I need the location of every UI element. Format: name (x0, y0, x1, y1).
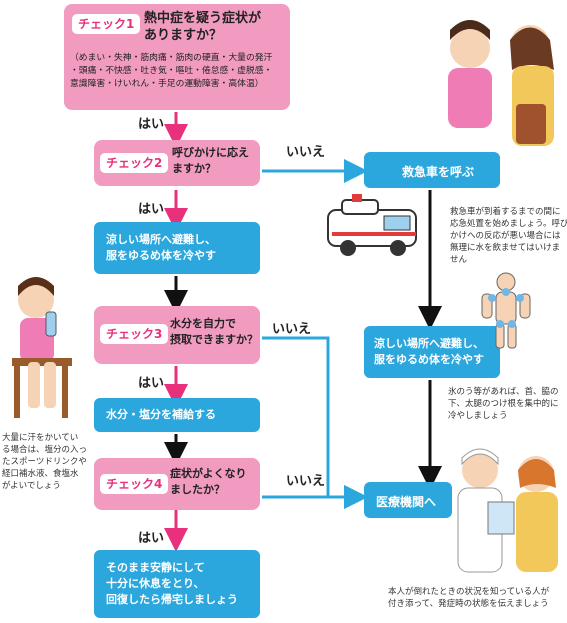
hydrate-step-text: 水分・塩分を補給する (106, 408, 216, 421)
check3-box: チェック3 水分を自力で 摂取できますか？ (94, 306, 260, 364)
check1-badge: チェック1 (72, 14, 141, 34)
check2-badge: チェック2 (100, 153, 169, 173)
ambulance-step: 救急車を呼ぶ (364, 152, 500, 188)
no-label-4: いいえ (286, 474, 326, 489)
check4-badge: チェック4 (100, 474, 169, 494)
yes-label-2: はい (138, 202, 165, 217)
hospital-note: 本人が倒れたときの状況を知っている人が 付き添って、発症時の状態を伝えましょう (388, 587, 550, 609)
rest-step: そのまま安静にして 十分に休息をとり、 回復したら帰宅しましょう (94, 550, 260, 618)
cool-step-right-text: 涼しい場所へ避難し、 服をゆるめ体を冷やす (374, 337, 484, 366)
check1-title: 熱中症を疑う症状が ありますか？ (144, 11, 262, 43)
caregiver-illustration (448, 20, 554, 146)
hydrate-step: 水分・塩分を補給する (94, 398, 260, 432)
ambulance-note: 救急車が到着するまでの間に 応急処置を始めましょう。呼び かけへの反応が悪い場合… (450, 207, 567, 265)
yes-label-3: はい (138, 376, 165, 391)
cool-step-left: 涼しい場所へ避難し、 服をゆるめ体を冷やす (94, 222, 260, 274)
check1-box: チェック1 熱中症を疑う症状が ありますか？ （めまい・失神・筋肉痛・筋肉の硬直… (64, 4, 290, 110)
drink-note: 大量に汗をかいてい る場合は、塩分の入っ たスポーツドリンクや 経口補水液、食塩… (2, 433, 88, 491)
cooling-note: 氷のう等があれば、首、脇の 下、太腿のつけ根を集中的に 冷やしましょう (448, 387, 559, 421)
no-label-2: いいえ (286, 145, 326, 160)
ambulance-illustration (327, 194, 417, 256)
cooling-body-illustration (481, 272, 531, 349)
check2-box: チェック2 呼びかけに応え ますか？ (94, 140, 260, 186)
check4-box: チェック4 症状がよくなり ましたか？ (94, 458, 260, 510)
hospital-illustration (457, 448, 558, 573)
hospital-step: 医療機関へ (364, 482, 452, 518)
check1-detail: （めまい・失神・筋肉痛・筋肉の硬直・大量の発汗 ・頭痛・不快感・吐き気・嘔吐・倦… (70, 53, 273, 89)
hospital-step-text: 医療機関へ (376, 495, 437, 509)
drinking-child-illustration (12, 277, 72, 418)
rest-step-text: そのまま安静にして 十分に休息をとり、 回復したら帰宅しましょう (106, 561, 238, 606)
yes-label-1: はい (138, 117, 165, 132)
yes-label-4: はい (138, 531, 165, 546)
ambulance-step-text: 救急車を呼ぶ (402, 165, 475, 179)
check3-title: 水分を自力で 摂取できますか？ (170, 317, 258, 346)
no-label-3: いいえ (272, 322, 312, 337)
cool-step-left-text: 涼しい場所へ避難し、 服をゆるめ体を冷やす (106, 233, 216, 262)
check3-badge: チェック3 (100, 324, 169, 344)
check4-title: 症状がよくなり ましたか？ (170, 467, 247, 496)
check2-title: 呼びかけに応え ますか？ (172, 146, 249, 175)
cool-step-right: 涼しい場所へ避難し、 服をゆるめ体を冷やす (364, 326, 500, 378)
